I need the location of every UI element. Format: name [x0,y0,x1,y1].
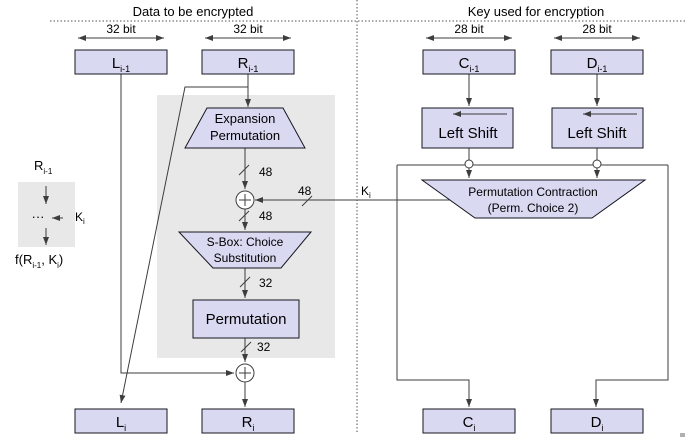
register-r-prev-label: Ri-1 [238,55,259,74]
bus-slash [240,341,252,353]
bus-width-label-d: 28 bit [582,22,612,36]
register-r-prev [201,49,295,75]
register-d-prev-label: Di-1 [587,55,608,74]
legend-dots: ··· [32,209,45,224]
bus-slash [238,164,250,176]
xor-output-icon [235,363,255,383]
register-l-prev-label: Li-1 [112,55,130,74]
bus-slash [238,210,250,222]
bus-slashes [238,164,313,353]
left-shift-d-label: Left Shift [567,125,627,142]
register-d-next-label: Di [591,414,604,433]
register-c-next [422,408,516,434]
left-shift-d-block [551,107,644,149]
sbox-label-1: S-Box: Choice [207,235,284,249]
register-c-next-label: Ci [463,414,476,433]
register-l-next [74,408,168,434]
bus-width-label-r: 32 bit [233,22,263,36]
title-key-section: Key used for encryption [468,4,605,19]
legend-f-function: Ri-1 ··· Ki f(Ri-1, Ki) [15,158,85,270]
register-l-next-label: Li [116,414,126,433]
bus-width-label-c: 28 bit [454,22,484,36]
label-48-key: 48 [298,184,312,198]
wire-r-to-l-next [119,86,248,404]
wire-loop-to-d-next [593,165,669,407]
register-r-next [201,408,295,434]
legend-key-label: Ki [75,210,85,226]
bus-slash [239,276,251,288]
legend-input-label: Ri-1 [34,158,53,176]
bus-width-label-l: 32 bit [106,22,136,36]
legend-output-label: f(Ri-1, Ki) [15,252,63,270]
pc2-block [420,179,647,219]
register-l-prev [74,49,168,75]
xor-key-icon [235,190,255,210]
sbox-block [177,231,313,269]
sbox-label-2: Substitution [214,251,277,265]
left-shift-c-block [421,107,514,149]
expansion-permutation-block [184,107,306,149]
corner-artifact [680,433,685,437]
left-shift-c-label: Left Shift [438,125,498,142]
title-data-section: Data to be encrypted [133,4,254,19]
register-r-next-label: Ri [242,414,255,433]
wire-loop-to-c-next [396,165,472,407]
pc2-label-1: Permutation Contraction [468,185,597,199]
junction-node-c [464,159,474,169]
label-48-expansion: 48 [259,165,273,179]
label-round-key: Ki [361,184,371,200]
wire-l-to-xor [120,74,234,376]
register-d-prev [550,49,644,75]
permutation-block [192,299,300,339]
wires [119,74,669,407]
pc2-label-2: (Perm. Choice 2) [488,201,579,215]
junction-node-d [592,159,602,169]
expansion-label-1: Expansion [215,111,276,126]
label-32-sbox: 32 [259,276,273,290]
label-48-xor: 48 [259,209,273,223]
register-c-prev-label: Ci-1 [459,55,480,74]
label-32-perm: 32 [257,340,271,354]
permutation-label: Permutation [206,311,287,328]
bus-slash [301,195,313,207]
expansion-label-2: Permutation [210,128,280,143]
registers: Li-1 Ri-1 Ci-1 Di-1 Li Ri Ci Di [74,49,644,434]
register-d-next [550,408,644,434]
register-c-prev [422,49,516,75]
